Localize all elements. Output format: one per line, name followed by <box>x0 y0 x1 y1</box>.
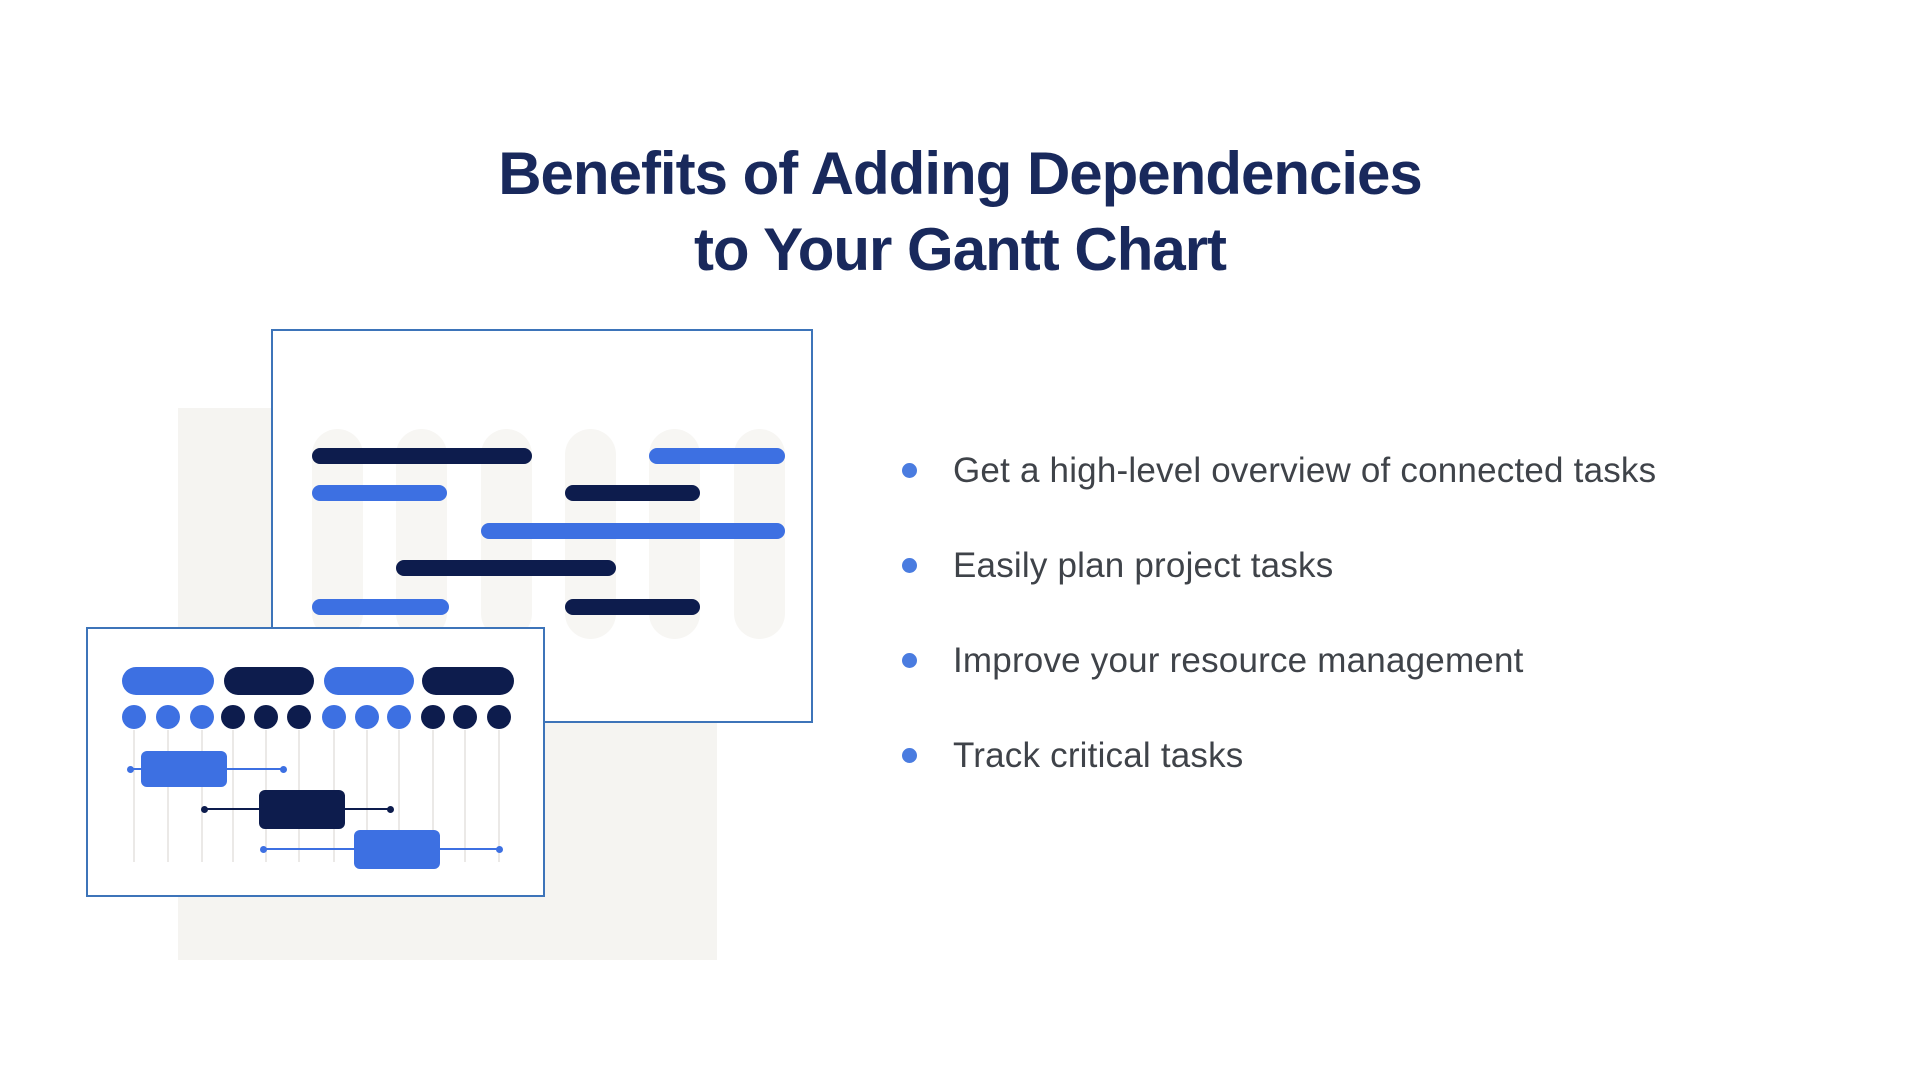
benefit-label: Improve your resource management <box>953 640 1524 680</box>
resource-dot <box>190 705 214 729</box>
legend-pill <box>224 667 314 695</box>
dependency-dot <box>126 765 134 773</box>
resource-dot <box>453 705 477 729</box>
bullet-icon <box>902 748 917 763</box>
benefit-label: Get a high-level overview of connected t… <box>953 450 1657 490</box>
legend-pill <box>122 667 214 695</box>
resource-dot <box>421 705 445 729</box>
resource-dot <box>355 705 379 729</box>
gridline <box>498 730 500 862</box>
gantt-bar <box>396 560 616 576</box>
gantt-bar <box>481 523 785 539</box>
bullet-icon <box>902 558 917 573</box>
resource-dot <box>487 705 511 729</box>
dependency-dot <box>386 805 394 813</box>
dependency-dot <box>279 765 287 773</box>
dependency-dot <box>495 845 503 853</box>
gantt-bar <box>565 485 700 501</box>
gridline <box>232 730 234 862</box>
task-bar <box>354 830 440 869</box>
gantt-bar <box>649 448 785 464</box>
page-title-line2: to Your Gantt Chart <box>693 216 1227 284</box>
dependency-dot <box>259 845 267 853</box>
gantt-overview-card <box>271 329 813 723</box>
list-item: Improve your resource management <box>902 613 1656 708</box>
gridline <box>398 730 400 862</box>
gridline <box>432 730 434 862</box>
gantt-bar <box>312 485 447 501</box>
bullet-icon <box>902 463 917 478</box>
legend-pill <box>324 667 414 695</box>
page-title-line1: Benefits of Adding Dependencies <box>498 140 1423 208</box>
gridline <box>201 730 203 862</box>
list-item: Track critical tasks <box>902 708 1656 803</box>
gridline <box>167 730 169 862</box>
list-item: Get a high-level overview of connected t… <box>902 423 1656 518</box>
gantt-bar <box>312 599 449 615</box>
resource-dot <box>122 705 146 729</box>
task-dependency-card <box>86 627 545 897</box>
dependency-dot <box>200 805 208 813</box>
gantt-bar <box>312 448 532 464</box>
resource-dot <box>287 705 311 729</box>
list-item: Easily plan project tasks <box>902 518 1656 613</box>
gantt-bar <box>565 599 700 615</box>
gridline <box>133 730 135 862</box>
resource-dot <box>387 705 411 729</box>
benefit-label: Track critical tasks <box>953 735 1244 775</box>
resource-dot <box>156 705 180 729</box>
legend-pill <box>422 667 514 695</box>
page-title: Benefits of Adding Dependencies to Your … <box>0 136 1920 288</box>
task-bar <box>259 790 345 829</box>
benefits-list: Get a high-level overview of connected t… <box>902 423 1656 803</box>
resource-dot <box>322 705 346 729</box>
bullet-icon <box>902 653 917 668</box>
resource-dot <box>254 705 278 729</box>
gridline <box>464 730 466 862</box>
resource-dot <box>221 705 245 729</box>
benefit-label: Easily plan project tasks <box>953 545 1334 585</box>
gridline <box>366 730 368 862</box>
task-bar <box>141 751 227 787</box>
